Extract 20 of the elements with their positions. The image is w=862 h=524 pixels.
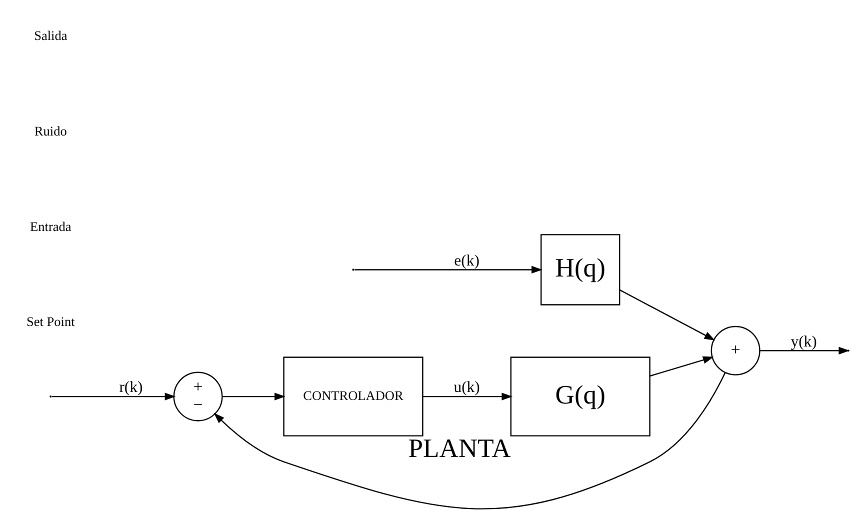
arrow xyxy=(52,392,176,400)
edge-label: e(k) xyxy=(454,252,480,270)
label: Entrada xyxy=(30,218,72,234)
arrow xyxy=(222,392,286,400)
label: Salida xyxy=(34,28,68,43)
arrow xyxy=(214,372,726,510)
arrow xyxy=(650,356,714,377)
node-circle: + − xyxy=(173,372,223,422)
label: Ruido xyxy=(34,123,67,138)
arrow xyxy=(422,392,513,400)
arrow xyxy=(354,266,542,274)
node-box: H(q) xyxy=(540,234,620,306)
edge-label: u(k) xyxy=(454,379,480,396)
edge-label: y(k) xyxy=(790,333,817,350)
arrow xyxy=(619,289,716,340)
label: Set Point xyxy=(26,314,75,330)
node-circle: + xyxy=(710,326,760,376)
edge-label: r(k) xyxy=(119,379,143,396)
node-box: G(q) xyxy=(510,356,650,436)
node-box: CONTROLADOR xyxy=(283,356,424,436)
